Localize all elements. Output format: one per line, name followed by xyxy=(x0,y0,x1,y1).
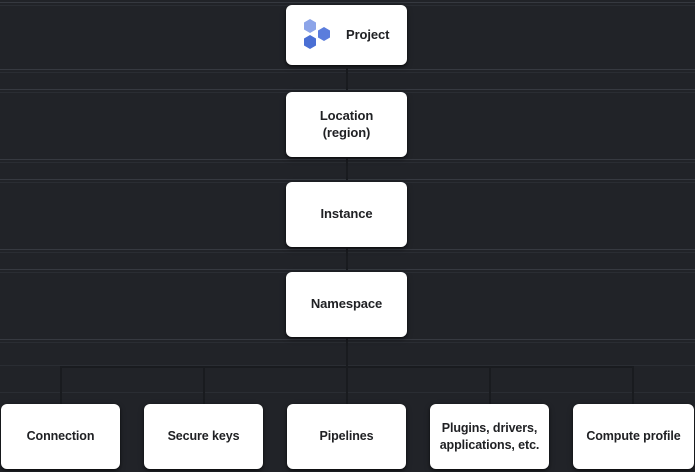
node-compute-profile[interactable]: Compute profile xyxy=(573,404,694,469)
connector-location-instance xyxy=(346,158,348,180)
node-namespace-label: Namespace xyxy=(310,296,383,312)
node-location-label: Location (region) xyxy=(319,107,374,140)
connector-bus-connection xyxy=(60,366,62,404)
node-connection-label: Connection xyxy=(26,429,95,444)
hexagon-cluster-icon xyxy=(304,19,330,49)
connector-namespace-bus xyxy=(346,338,348,366)
node-plugins-label: Plugins, drivers, applications, etc. xyxy=(439,421,540,452)
node-pipelines-label: Pipelines xyxy=(319,429,374,444)
connector-bus-secure-keys xyxy=(203,366,205,404)
node-instance[interactable]: Instance xyxy=(286,182,407,247)
connector-project-location xyxy=(346,68,348,90)
node-project-label: Project xyxy=(346,26,390,42)
node-plugins[interactable]: Plugins, drivers, applications, etc. xyxy=(430,404,549,469)
background-band xyxy=(0,2,695,3)
connector-bus-pipelines xyxy=(346,366,348,404)
node-location[interactable]: Location (region) xyxy=(286,92,407,157)
node-namespace[interactable]: Namespace xyxy=(286,272,407,337)
node-secure-keys-label: Secure keys xyxy=(167,429,240,444)
node-project[interactable]: Project xyxy=(286,5,407,65)
connector-bus-plugins xyxy=(489,366,491,404)
node-connection[interactable]: Connection xyxy=(1,404,120,469)
connector-instance-namespace xyxy=(346,248,348,270)
connector-bus-compute-profile xyxy=(632,366,634,404)
node-pipelines[interactable]: Pipelines xyxy=(287,404,406,469)
node-instance-label: Instance xyxy=(320,206,373,222)
node-secure-keys[interactable]: Secure keys xyxy=(144,404,263,469)
node-compute-profile-label: Compute profile xyxy=(586,429,681,444)
